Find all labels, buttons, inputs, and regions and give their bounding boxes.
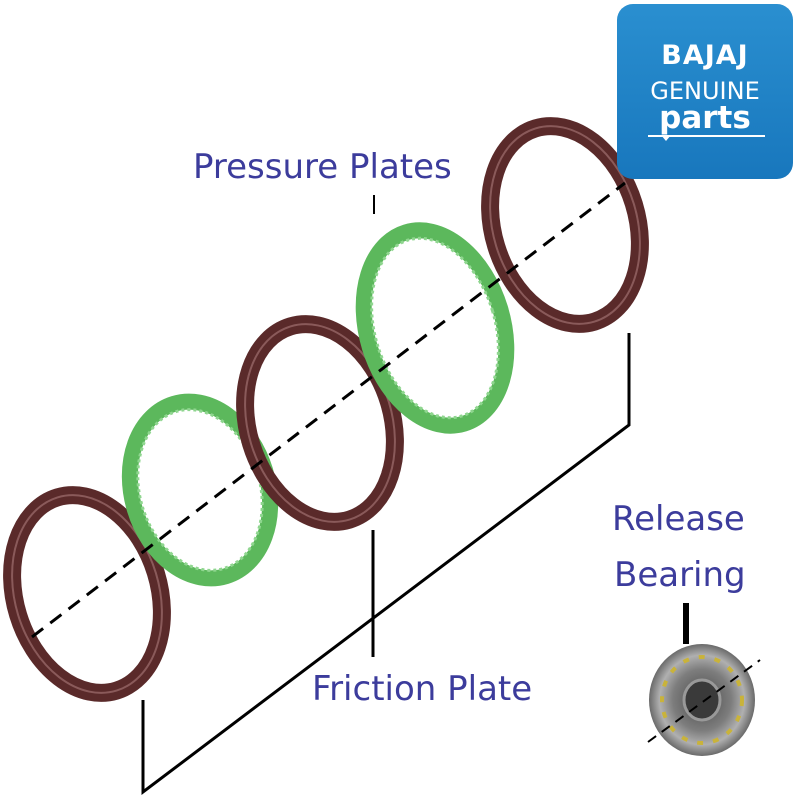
pressure-plates-label: Pressure Plates bbox=[193, 147, 452, 187]
friction-plate-label: Friction Plate bbox=[312, 669, 533, 709]
center-axis bbox=[31, 181, 626, 639]
brand-badge-icon: BAJAJ GENUINE parts bbox=[617, 4, 793, 179]
badge-line3: parts bbox=[659, 100, 751, 136]
badge-brand: BAJAJ bbox=[661, 40, 749, 71]
friction-plate-2 bbox=[236, 315, 404, 531]
badge-underline bbox=[648, 135, 765, 137]
badge-line2: GENUINE bbox=[650, 77, 760, 105]
friction-plate-3 bbox=[481, 117, 649, 333]
release-bearing-icon bbox=[647, 603, 761, 756]
friction-plate-1 bbox=[3, 486, 171, 702]
friction-plate-connector bbox=[141, 333, 631, 796]
badge-chevron-icon bbox=[661, 135, 671, 141]
pressure-plate-1 bbox=[121, 393, 279, 587]
release-label: Release bbox=[612, 499, 745, 539]
pressure-plate-2 bbox=[355, 222, 515, 434]
bearing-label: Bearing bbox=[614, 555, 746, 595]
